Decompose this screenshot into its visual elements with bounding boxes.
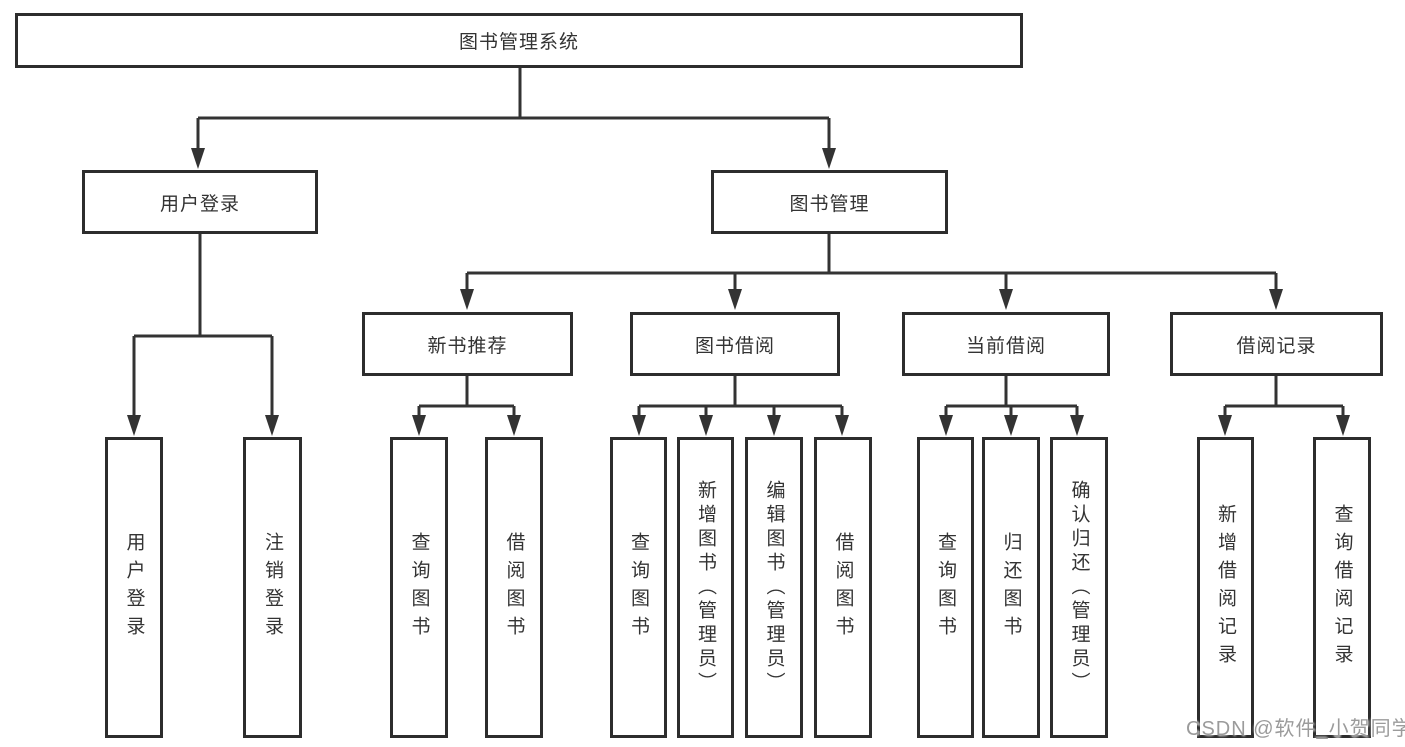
leaf-query-books-recommend: 查询图书 <box>390 437 448 738</box>
arrow-down-icon <box>767 415 781 436</box>
connector-current-borrow-to-leaves <box>939 376 1084 436</box>
leaf-logout: 注销登录 <box>243 437 302 738</box>
leaf-borrow-books: 借阅图书 <box>814 437 872 738</box>
arrow-down-icon <box>822 148 836 169</box>
arrow-down-icon <box>1336 415 1350 436</box>
leaf-return-books: 归还图书 <box>982 437 1040 738</box>
node-book-borrow: 图书借阅 <box>630 312 840 376</box>
node-label: 借阅记录 <box>1236 335 1317 357</box>
arrow-down-icon <box>191 148 205 169</box>
arrow-down-icon <box>699 415 713 436</box>
node-borrow-records: 借阅记录 <box>1170 312 1383 376</box>
arrow-down-icon <box>999 289 1013 310</box>
leaf-query-borrow-record: 查询借阅记录 <box>1313 437 1371 738</box>
node-current-borrow: 当前借阅 <box>902 312 1110 376</box>
arrow-down-icon <box>412 415 426 436</box>
arrow-down-icon <box>507 415 521 436</box>
leaf-query-books-current: 查询图书 <box>917 437 974 738</box>
leaf-add-borrow-record: 新增借阅记录 <box>1197 437 1254 738</box>
arrow-down-icon <box>728 289 742 310</box>
arrow-down-icon <box>1218 415 1232 436</box>
node-user-login: 用户登录 <box>82 170 318 234</box>
arrow-down-icon <box>1070 415 1084 436</box>
leaf-user-login: 用户登录 <box>105 437 163 738</box>
connector-borrow-records-to-leaves <box>1218 376 1350 436</box>
node-label: 新书推荐 <box>427 335 508 357</box>
arrow-down-icon <box>1269 289 1283 310</box>
arrow-down-icon <box>835 415 849 436</box>
csdn-watermark: CSDN @软件_小贺同学 <box>1186 718 1405 740</box>
node-label: 用户登录 <box>159 193 240 215</box>
node-label: 图书管理 <box>789 193 870 215</box>
arrow-down-icon <box>265 415 279 436</box>
arrow-down-icon <box>460 289 474 310</box>
leaf-add-books-admin: 新增图书（管理员） <box>677 437 734 738</box>
connector-book-management-to-level3 <box>460 234 1283 310</box>
arrow-down-icon <box>127 415 141 436</box>
leaf-borrow-books-recommend: 借阅图书 <box>485 437 543 738</box>
node-label: 当前借阅 <box>965 335 1046 357</box>
node-book-management: 图书管理 <box>711 170 948 234</box>
connector-root-to-level2 <box>191 67 836 169</box>
leaf-edit-books-admin: 编辑图书（管理员） <box>745 437 803 738</box>
arrow-down-icon <box>632 415 646 436</box>
leaf-query-books-borrow: 查询图书 <box>610 437 667 738</box>
node-label: 图书借阅 <box>694 335 775 357</box>
connector-book-borrow-to-leaves <box>632 376 849 436</box>
arrow-down-icon <box>1004 415 1018 436</box>
node-new-book-recommend: 新书推荐 <box>362 312 573 376</box>
arrow-down-icon <box>939 415 953 436</box>
node-root-system: 图书管理系统 <box>15 13 1023 68</box>
leaf-confirm-return-admin: 确认归还（管理员） <box>1050 437 1108 738</box>
connector-new-book-to-leaves <box>412 376 521 436</box>
connector-user-login-to-leaves <box>127 234 279 436</box>
node-label: 图书管理系统 <box>458 32 579 53</box>
